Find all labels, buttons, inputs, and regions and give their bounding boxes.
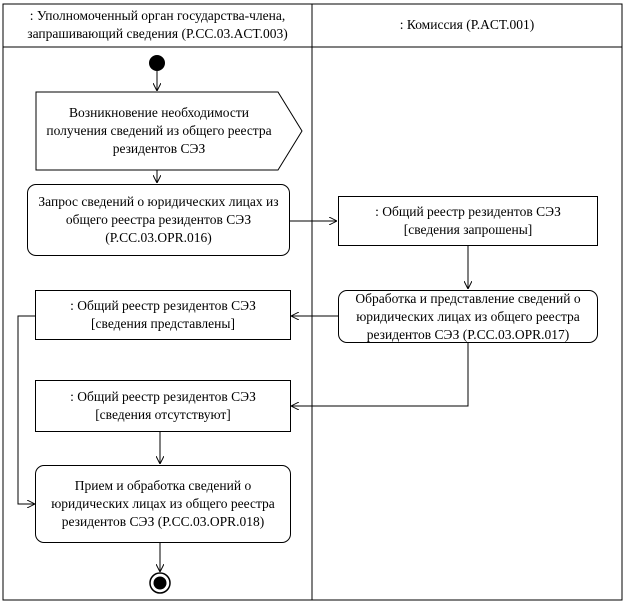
final-node-outer [149,572,171,594]
receive-line1: Прием и обработка сведений о [74,478,252,493]
request-line1: Запрос сведений о юридических лицах из [38,194,279,209]
process-line3: резидентов СЭЗ (P.CC.03.OPR.017) [366,326,570,342]
action-request: Запрос сведений о юридических лицах из о… [27,184,290,256]
swimlane-header-right: : Комиссия (P.ACT.001) [312,4,622,46]
obj-absent-line2: [сведения отсутствуют] [95,407,231,422]
receive-line3: резидентов СЭЗ (P.CC.03.OPR.018) [61,514,265,529]
signal-line3: резидентов СЭЗ [112,141,206,156]
object-registry-requested: : Общий реестр резидентов СЭЗ [сведения … [338,196,598,246]
obj-requested-line2: [сведения запрошены] [403,222,533,237]
process-line2: юридических лицах из общего реестра [356,308,580,324]
obj-provided-line2: [сведения представлены] [91,316,235,331]
signal-line1: Возникновение необходимости [69,105,249,120]
swimlane-left-title-line2: запрашивающий сведения (P.CC.03.ACT.003) [27,26,288,41]
request-line3: (P.CC.03.OPR.016) [105,230,212,245]
swimlane-right-title: : Комиссия (P.ACT.001) [399,17,535,32]
obj-provided-line1: : Общий реестр резидентов СЭЗ [70,298,256,313]
signal-node: Возникновение необходимости получения св… [36,92,282,170]
initial-node [149,55,165,71]
process-line1: Обработка и представление сведений о [355,290,581,306]
signal-shape [35,91,303,171]
edge-process-to-obj-absent [291,343,469,406]
swimlane-header-left: : Уполномоченный орган государства-члена… [3,4,312,46]
obj-requested-line1: : Общий реестр резидентов СЭЗ [375,204,561,219]
object-registry-provided: : Общий реестр резидентов СЭЗ [сведения … [35,290,291,340]
swimlane-left-title-line1: : Уполномоченный орган государства-члена… [29,8,286,23]
edge-obj-provided-to-receive [17,315,35,504]
receive-line2: юридических лицах из общего реестра [51,496,275,511]
action-receive: Прием и обработка сведений о юридических… [35,465,291,543]
object-registry-absent: : Общий реестр резидентов СЭЗ [сведения … [35,380,291,432]
signal-line2: получения сведений из общего реестра [46,123,272,138]
final-node-inner [153,576,167,590]
action-process: Обработка и представление сведений о юри… [338,290,598,343]
obj-absent-line1: : Общий реестр резидентов СЭЗ [70,389,256,404]
request-line2: общего реестра резидентов СЭЗ [65,212,252,227]
